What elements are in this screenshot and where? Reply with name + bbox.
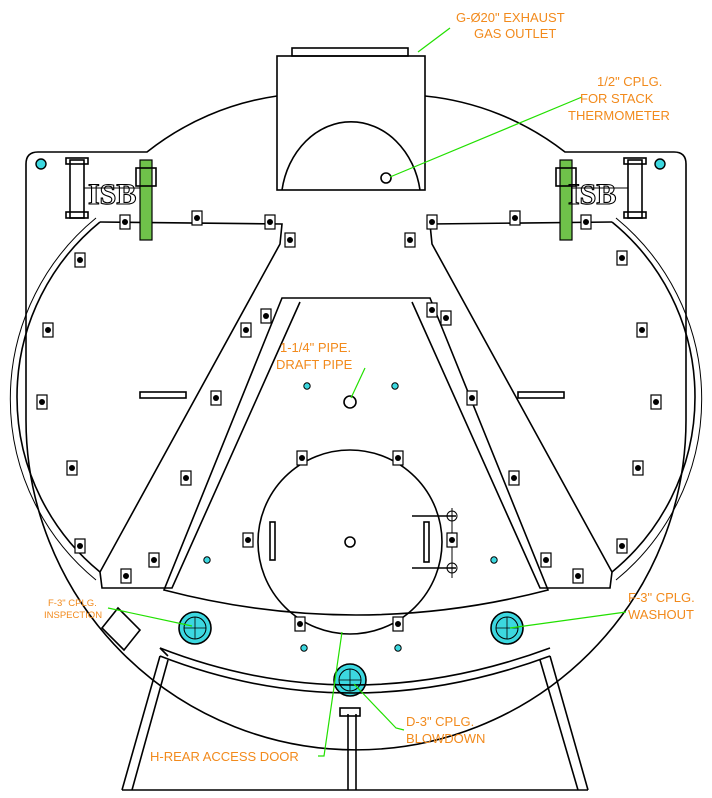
blowdown-label-2: BLOWDOWN	[406, 731, 485, 746]
left-hinge	[65, 157, 157, 241]
bolt-head	[299, 455, 305, 461]
bolt-head	[123, 573, 129, 579]
small-ports	[203, 382, 498, 652]
inspection-label-1: F-3" CPLG.	[48, 598, 97, 609]
inspection-label-2: INSPECTION	[44, 610, 102, 621]
bolt-head	[512, 215, 518, 221]
bolt-head	[449, 537, 455, 543]
bolt-head	[122, 219, 128, 225]
bolt-head	[245, 537, 251, 543]
thermometer-leader	[389, 96, 583, 178]
bolt-head	[395, 621, 401, 627]
bolt-head	[469, 395, 475, 401]
inspection-bracket	[100, 606, 142, 652]
exhaust-stack	[276, 47, 426, 191]
blowdown-callout: D-3" CPLG. BLOWDOWN	[406, 714, 485, 746]
bolt-head	[39, 399, 45, 405]
bolt-head	[287, 237, 293, 243]
isb-logo-right: ISB	[568, 178, 616, 211]
bolt-head	[151, 557, 157, 563]
right-door-slot	[517, 391, 565, 399]
right-hinge	[555, 157, 647, 241]
bolt-head	[194, 215, 200, 221]
exhaust-label-2: GAS OUTLET	[474, 26, 556, 41]
bolt-head	[619, 543, 625, 549]
inspection-callout: F-3" CPLG. INSPECTION	[44, 598, 102, 621]
bolt-head	[407, 237, 413, 243]
exhaust-leader	[417, 27, 451, 53]
bolt-head	[429, 219, 435, 225]
bolt-head	[45, 327, 51, 333]
bolt-head	[543, 557, 549, 563]
saddle-base	[121, 647, 589, 791]
bolt-head	[183, 475, 189, 481]
inspection-coupling	[178, 611, 212, 645]
draft-pipe	[343, 395, 357, 409]
bolt-head	[243, 327, 249, 333]
thermometer-callout: 1/2" CPLG. FOR STACK THERMOMETER	[568, 74, 670, 123]
washout-callout: F-3" CPLG. WASHOUT	[628, 590, 695, 622]
bolt-head	[635, 465, 641, 471]
thermometer-label-2: FOR STACK	[580, 91, 654, 106]
corner-hole-right	[654, 158, 666, 170]
washout-leader	[509, 611, 627, 629]
bolt-head	[575, 573, 581, 579]
access-door-center	[344, 536, 356, 548]
draft-label-1: 1-1/4" PIPE.	[280, 340, 351, 355]
door-bolt-clips	[36, 210, 662, 632]
access-door-label: H-REAR ACCESS DOOR	[150, 749, 299, 764]
stack-thermometer-coupling	[380, 172, 392, 184]
left-door-slot	[139, 391, 187, 399]
bolt-head	[583, 219, 589, 225]
washout-label-2: WASHOUT	[628, 607, 694, 622]
bolt-head	[639, 327, 645, 333]
bolt-head	[297, 621, 303, 627]
blowdown-label-1: D-3" CPLG.	[406, 714, 474, 729]
rear-access-door	[257, 449, 443, 635]
bolt-head	[77, 257, 83, 263]
bolt-head	[77, 543, 83, 549]
bolt-head	[443, 315, 449, 321]
bolt-head	[213, 395, 219, 401]
thermometer-label-3: THERMOMETER	[568, 108, 670, 123]
inspection-leader	[107, 607, 193, 627]
blowdown-leader	[353, 683, 405, 731]
thermometer-label-1: 1/2" CPLG.	[597, 74, 662, 89]
exhaust-callout: G-Ø20" EXHAUST GAS OUTLET	[456, 10, 565, 41]
bolt-head	[653, 399, 659, 405]
access-door-leader	[318, 631, 343, 757]
boiler-shell-outline	[25, 95, 687, 751]
bolt-head	[429, 307, 435, 313]
washout-coupling	[490, 611, 524, 645]
exhaust-label-1: G-Ø20" EXHAUST	[456, 10, 565, 25]
bolt-head	[395, 455, 401, 461]
isb-logo-left: ISB	[88, 178, 136, 211]
center-tube-plate	[162, 297, 550, 616]
washout-label-1: F-3" CPLG.	[628, 590, 695, 605]
bolt-head	[267, 219, 273, 225]
corner-hole-left	[35, 158, 47, 170]
bolt-head	[69, 465, 75, 471]
draft-leader	[350, 367, 366, 399]
draft-callout: 1-1/4" PIPE. DRAFT PIPE	[276, 340, 353, 372]
bolt-head	[619, 255, 625, 261]
bolt-head	[263, 313, 269, 319]
bolt-head	[511, 475, 517, 481]
draft-label-2: DRAFT PIPE	[276, 357, 353, 372]
